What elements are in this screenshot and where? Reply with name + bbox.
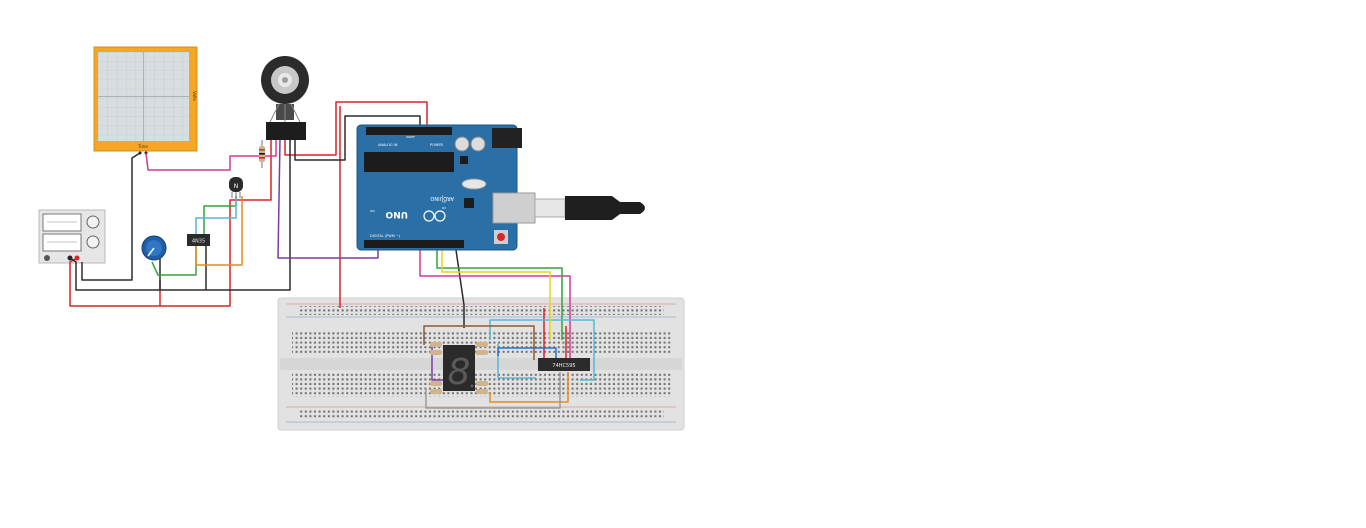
usb-cable[interactable]	[534, 196, 645, 220]
power-supply[interactable]	[38, 209, 106, 264]
segment-resistor[interactable]	[430, 389, 442, 394]
wire-orange[interactable]	[195, 196, 243, 266]
segment-resistors[interactable]	[430, 342, 488, 394]
wire-black[interactable]	[81, 152, 141, 281]
arduino-top-header[interactable]	[366, 127, 452, 135]
wire-cyan[interactable]	[195, 196, 237, 236]
wire-purple[interactable]	[277, 139, 379, 259]
resistor[interactable]	[259, 140, 265, 168]
arduino-digital-label: DIGITAL (PWM ~)	[370, 234, 401, 238]
transistor-label: N	[234, 183, 239, 190]
power-switch[interactable]	[44, 255, 50, 261]
power-supply-voltage-display	[42, 213, 82, 232]
power-supply-current-display	[42, 233, 82, 252]
arduino-uno[interactable]: ANALOG IN POWER IOREF UNO ARDUINO DIGITA…	[356, 124, 536, 251]
segment-resistor[interactable]	[430, 342, 442, 347]
atmega-chip	[364, 152, 454, 172]
wire-orange[interactable]	[489, 372, 569, 403]
transistor[interactable]: N	[229, 177, 243, 198]
segment-resistor[interactable]	[430, 381, 442, 386]
wire-red[interactable]	[69, 135, 272, 307]
wire-blue[interactable]	[497, 347, 557, 360]
potentiometer-knob-indicator	[147, 247, 155, 257]
arduino-brand-label: ARDUINO	[430, 195, 454, 201]
current-knob[interactable]	[86, 235, 100, 249]
arduino-on-label: ON	[370, 209, 375, 213]
voltage-knob[interactable]	[86, 215, 100, 229]
power-jack[interactable]	[492, 128, 522, 148]
wire-black[interactable]	[294, 115, 421, 161]
shift-register-label: 74HC595	[552, 363, 575, 369]
usb-port[interactable]	[492, 192, 536, 224]
wire-magenta[interactable]	[145, 140, 277, 171]
segment-resistor[interactable]	[476, 342, 488, 347]
breadboard-bottom-rail[interactable]	[298, 410, 664, 419]
wire-black[interactable]	[69, 140, 291, 291]
seven-segment-digit: 8	[448, 352, 471, 393]
segment-resistor[interactable]	[476, 350, 488, 355]
optocoupler-label: 4N35	[192, 239, 205, 245]
arduino-tx-label: TX	[441, 200, 446, 204]
oscilloscope-volts-label: Volts	[192, 91, 197, 101]
arduino-power-label: POWER	[430, 143, 444, 147]
segment-resistor[interactable]	[476, 389, 488, 394]
arduino-logo-icon	[423, 210, 435, 222]
breadboard-top-rail[interactable]	[298, 306, 664, 315]
wire-gray[interactable]	[425, 372, 561, 409]
wire-green[interactable]	[203, 196, 237, 236]
shift-register[interactable]: 74HC595	[538, 358, 590, 371]
segment-resistor[interactable]	[476, 381, 488, 386]
wire-brown[interactable]	[423, 325, 535, 360]
arduino-bottom-header[interactable]	[364, 240, 464, 248]
optocoupler[interactable]: 4N35	[187, 234, 210, 246]
arduino-ioref-label: IOREF	[406, 135, 415, 139]
wire-magenta[interactable]	[419, 250, 571, 360]
wire-red[interactable]	[284, 101, 428, 156]
arduino-model-label: UNO	[385, 209, 408, 219]
arduino-rx-label: RX	[442, 206, 446, 210]
arduino-analog-label: ANALOG IN	[378, 143, 398, 147]
wires[interactable]	[69, 101, 595, 409]
segment-resistor[interactable]	[430, 350, 442, 355]
oscilloscope-time-label: Time	[137, 144, 148, 149]
breadboard[interactable]	[277, 297, 685, 431]
wire-yellow[interactable]	[441, 250, 551, 340]
servo-motor[interactable]	[261, 56, 309, 140]
oscilloscope[interactable]: Time Volts	[93, 46, 198, 155]
servo-header[interactable]	[266, 122, 306, 140]
arduino-l-label: L	[442, 194, 444, 198]
seven-segment-display[interactable]: 8	[443, 345, 475, 393]
potentiometer[interactable]	[141, 235, 167, 261]
wire-green[interactable]	[436, 250, 563, 340]
